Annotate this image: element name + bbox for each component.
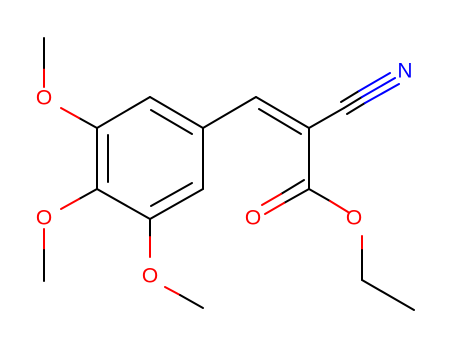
nitrogen-label: N — [397, 60, 412, 83]
lower-methyl-bond-black — [179, 294, 204, 309]
ester-single-bond-black — [308, 188, 331, 202]
ester-single-bond-red — [329, 200, 349, 213]
lower-methyl-bond-red — [164, 286, 181, 296]
atom-labels: N O O O O O — [36, 60, 413, 288]
nitrile-bond-1 — [343, 96, 363, 109]
nitrile-bond-2 — [361, 77, 396, 98]
middle-methoxy-oxygen-label: O — [36, 207, 52, 230]
carbonyl-double-bond-red-a — [264, 202, 285, 215]
upper-methoxy-oxygen-label: O — [36, 87, 52, 110]
acrylate-chain — [202, 96, 345, 190]
middle-methoxy-bond-red — [60, 198, 80, 210]
methoxy-groups — [43, 37, 204, 309]
middle-methoxy-bond-black — [78, 188, 98, 200]
ring-bond-1 — [149, 96, 204, 129]
vinyl-bond — [202, 96, 257, 129]
nitrile-group — [340, 72, 400, 115]
carbonyl-double-bond-black-b — [280, 179, 305, 195]
upper-methoxy-bond-black — [78, 117, 98, 129]
ring-inner-bond-1 — [150, 109, 193, 135]
ring-bond-4 — [96, 188, 151, 220]
ring-bond-6 — [96, 96, 151, 129]
alkene-bond-inner — [258, 108, 302, 135]
nitrile-bond-4 — [358, 72, 391, 92]
alkene-bond-outer — [255, 96, 310, 129]
upper-methoxy-bond-red — [60, 107, 80, 119]
benzene-ring — [96, 96, 204, 220]
carbonyl-double-bond-black-a — [283, 188, 310, 204]
ester-carbonyl-oxygen-label: O — [245, 207, 261, 230]
ethyl-bond — [361, 279, 415, 311]
nitrile-link-bond — [308, 107, 345, 129]
carbonyl-double-bond-red-b — [261, 193, 282, 206]
ring-inner-bond-2 — [150, 182, 193, 207]
ring-bond-3 — [149, 188, 204, 220]
nitrile-bond-5 — [346, 102, 366, 115]
nitrile-bond-3 — [340, 90, 360, 103]
nitrile-bond-6 — [364, 83, 400, 104]
lower-methoxy-oxygen-label: O — [142, 265, 158, 288]
ester-oxygen-label: O — [346, 207, 362, 230]
ester-group — [261, 179, 415, 311]
